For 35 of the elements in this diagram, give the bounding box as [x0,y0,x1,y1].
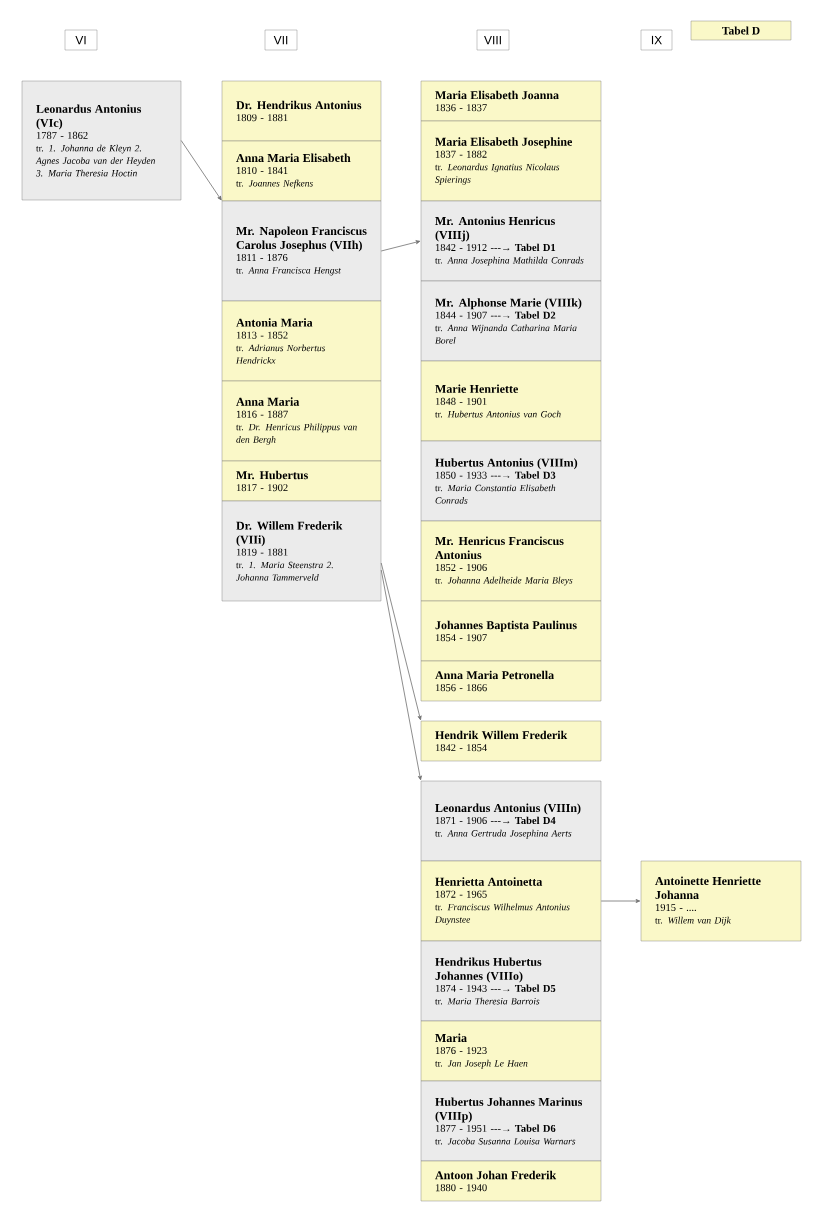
person-box: Mr. Antonius Henricus (VIIIj) 1842 - 1912 ---→ Tabel D1 tr. Anna Josephina Mathilda Conrads [420,200,602,282]
arrow [600,899,641,903]
person-box: Johannes Baptista Paulinus 1854 - 1907 [420,600,602,662]
person-box: Mr. Henricus Franciscus Antonius 1852 - 1906 tr. Johanna Adelheide Maria Bleys [420,520,602,602]
person-box: Maria Elisabeth Josephine 1837 - 1882 tr. Leonardus Ignatius Nicolaus Spierings [420,120,602,202]
person-box: Mr. Napoleon Franciscus Carolus Josephus (VIIh) 1811 - 1876 tr. Anna Francisca Hengst [221,200,382,302]
person-box: Anna Maria Elisabeth 1810 - 1841 tr. Joannes Nefkens [221,140,382,202]
person-box: Mr. Alphonse Marie (VIIIk) 1844 - 1907 ---→ Tabel D2 tr. Anna Wijnanda Catharina Maria Borel [420,280,602,362]
person-box: Dr. Willem Frederik (VIIi) 1819 - 1881 tr. 1. Maria Steenstra 2. Johanna Tammerveld [221,500,382,602]
person-box: Hendrikus Hubertus Johannes (VIIIo) 1874 - 1943 ---→ Tabel D5 tr. Maria Theresia Barrois [420,940,602,1022]
person-box: Maria Elisabeth Joanna 1836 - 1837 [420,80,602,122]
generation-label: VIII [476,29,510,51]
arrow [180,140,222,201]
table-label: Tabel D [690,20,792,41]
person-box: Anna Maria Petronella 1856 - 1866 [420,660,602,702]
person-box: Anna Maria 1816 - 1887 tr. Dr. Henricus Philippus van den Bergh [221,380,382,462]
person-box: Henrietta Antoinetta 1872 - 1965 tr. Franciscus Wilhelmus Antonius Duynstee [420,860,602,942]
person-box: Mr. Hubertus 1817 - 1902 [221,460,382,502]
arrow [380,240,421,252]
person-box: Leonardus Antonius (VIc) 1787 - 1862 tr. 1. Johanna de Kleyn 2. Agnes Jacoba van der Heyden 3. Maria Theresia Hoctin [21,80,182,201]
person-box: Hubertus Johannes Marinus (VIIIp) 1877 - 1951 ---→ Tabel D6 tr. Jacoba Susanna Louisa Warnars [420,1080,602,1162]
arrow [380,569,422,781]
arrow [380,562,422,721]
person-box: Antoinette Henriette Johanna 1915 - .... tr. Willem van Dijk [640,860,802,942]
person-box: Marie Henriette 1848 - 1901 tr. Hubertus Antonius van Goch [420,360,602,442]
person-box: Antonia Maria 1813 - 1852 tr. Adrianus Norbertus Hendrickx [221,300,382,382]
generation-label: VI [64,29,98,51]
generation-label: VII [264,29,298,51]
person-box: Leonardus Antonius (VIIIn) 1871 - 1906 ---→ Tabel D4 tr. Anna Gertruda Josephina Aerts [420,780,602,862]
person-box: Maria 1876 - 1923 tr. Jan Joseph Le Haen [420,1020,602,1082]
person-box: Dr. Hendrikus Antonius 1809 - 1881 [221,80,382,142]
person-box: Antoon Johan Frederik 1880 - 1940 [420,1160,602,1202]
person-box: Hendrik Willem Frederik 1842 - 1854 [420,720,602,762]
person-box: Hubertus Antonius (VIIIm) 1850 - 1933 ---→ Tabel D3 tr. Maria Constantia Elisabeth Conrads [420,440,602,522]
generation-label: IX [640,29,673,51]
